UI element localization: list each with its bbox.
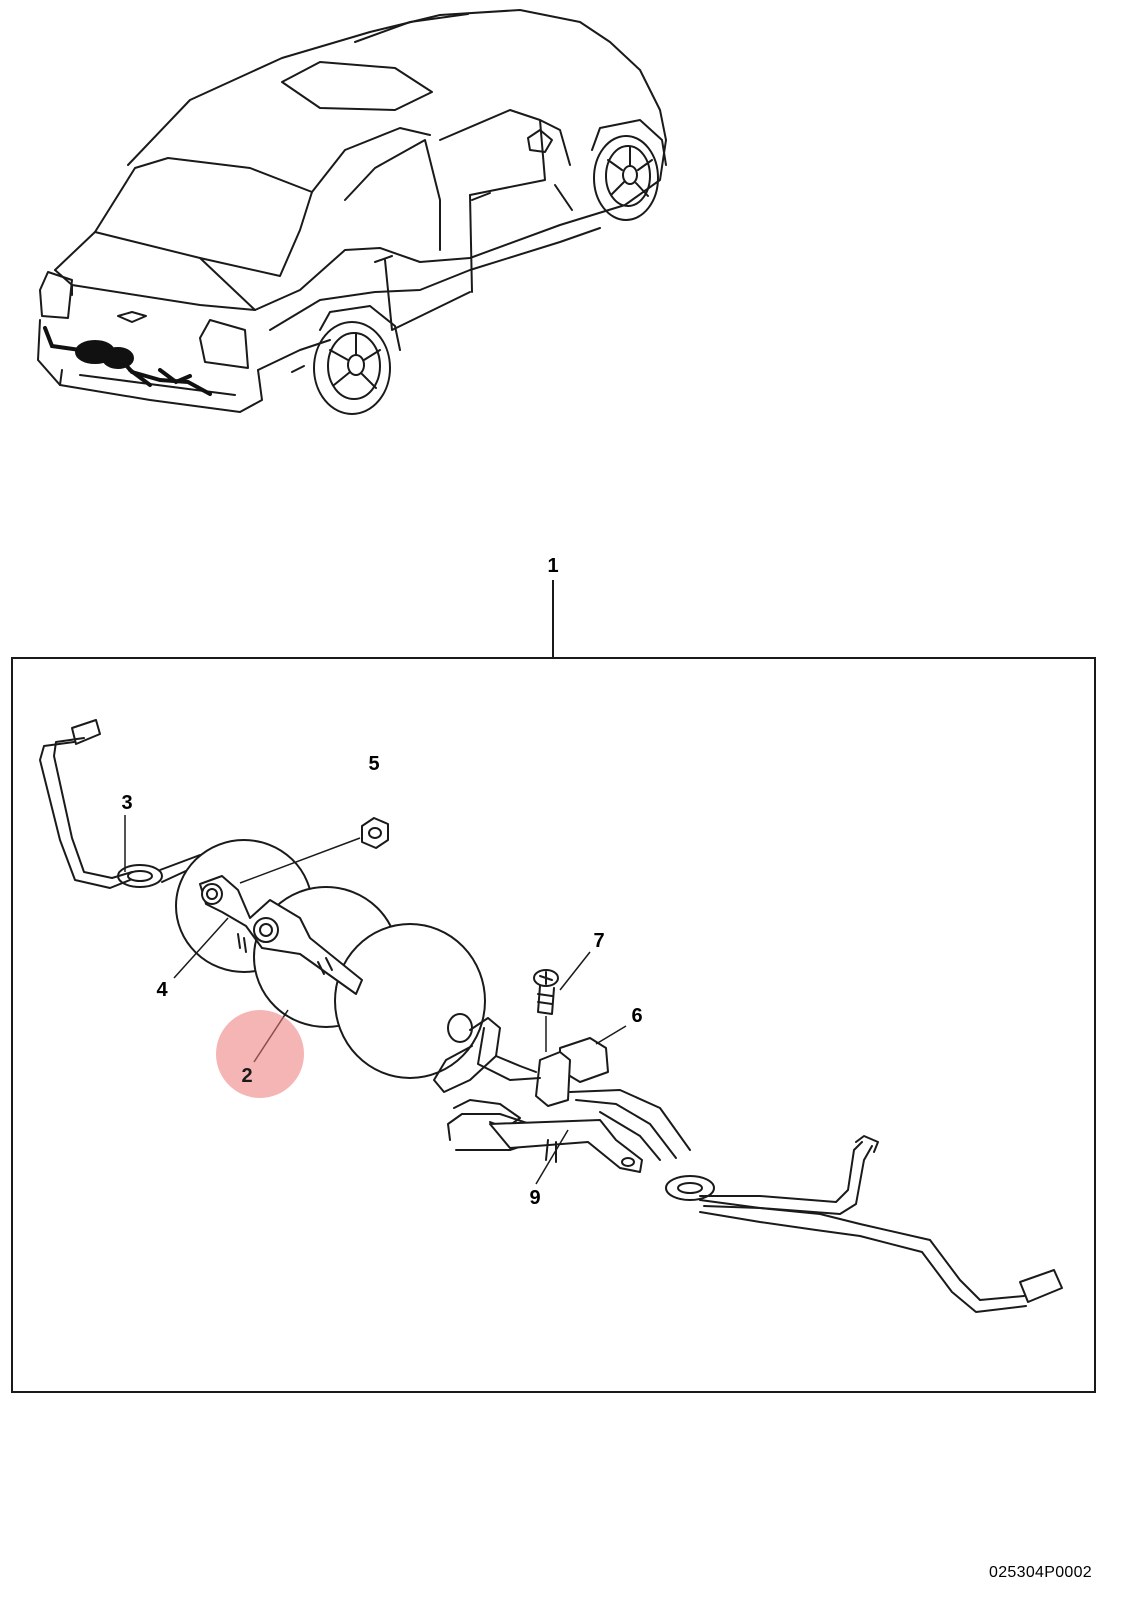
leader-line-6 (595, 1025, 627, 1045)
assembly-frame (11, 657, 1096, 1393)
callout-2[interactable]: 2 (241, 1065, 253, 1087)
bracket-part-4 (199, 875, 363, 995)
exploded-parts-view (11, 580, 1096, 1393)
leader-line-9 (535, 1129, 569, 1185)
leader-line-5 (239, 837, 361, 884)
mounting-bracket-part-9 (489, 1119, 643, 1173)
vehicle-overview-illustration (37, 9, 667, 415)
callout-4[interactable]: 4 (156, 979, 168, 1001)
callout-6[interactable]: 6 (631, 1005, 643, 1027)
callout-7[interactable]: 7 (593, 930, 605, 952)
nut-part-5 (361, 817, 389, 849)
callout-5[interactable]: 5 (368, 753, 380, 775)
callout-3[interactable]: 3 (121, 792, 133, 814)
grommet-part-3 (117, 864, 163, 888)
callout-9[interactable]: 9 (529, 1187, 541, 1209)
leader-line-4 (173, 917, 229, 979)
diagram-reference-code: 025304P0002 (989, 1564, 1092, 1581)
callout-1[interactable]: 1 (547, 555, 559, 577)
highlight-marker (216, 1010, 304, 1098)
leader-line-7 (559, 951, 591, 991)
